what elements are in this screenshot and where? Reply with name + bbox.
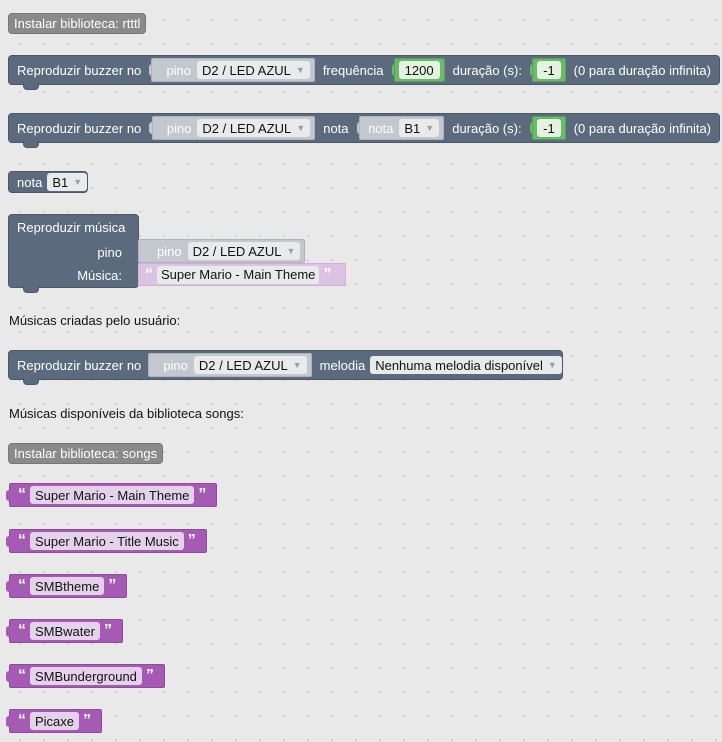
- song-block-smbunderground[interactable]: “ SMBunderground ”: [6, 664, 165, 688]
- duration-hint: (0 para duração infinita): [573, 62, 711, 78]
- note-socket[interactable]: nota B1▼: [359, 116, 445, 140]
- install-rtttl-label: Instalar biblioteca: rtttl: [14, 16, 141, 31]
- note-label: nota: [17, 174, 43, 190]
- music-input[interactable]: Super Mario - Main Theme: [157, 265, 320, 284]
- buzzer-frequency-block[interactable]: Reproduzir buzzer no pino D2 / LED AZUL▼…: [8, 55, 720, 90]
- close-quote-icon: ”: [83, 712, 92, 729]
- open-quote-icon: “: [18, 712, 26, 729]
- play-music-title: Reproduzir música: [17, 220, 126, 235]
- pin-dropdown[interactable]: D2 / LED AZUL▼: [197, 61, 310, 79]
- song-block-super-mario-title[interactable]: “ Super Mario - Title Music ”: [6, 529, 207, 553]
- chevron-down-icon: ▼: [73, 177, 83, 187]
- pin-inner-label: pino: [166, 62, 192, 78]
- duration-socket[interactable]: -1: [532, 58, 566, 82]
- song-block-smbtheme[interactable]: “ SMBtheme ”: [6, 574, 128, 598]
- duration-input[interactable]: -1: [537, 119, 561, 137]
- pin-socket[interactable]: pino D2 / LED AZUL▼: [148, 353, 312, 377]
- note-label: nota: [323, 120, 349, 136]
- pin-dropdown[interactable]: D2 / LED AZUL▼: [193, 356, 307, 374]
- note-dropdown[interactable]: B1▼: [399, 119, 440, 137]
- chevron-down-icon: ▼: [547, 360, 557, 370]
- close-quote-icon: ”: [145, 667, 154, 684]
- open-quote-icon: “: [18, 532, 26, 549]
- duration-hint: (0 para duração infinita): [573, 120, 712, 136]
- install-songs-block[interactable]: Instalar biblioteca: songs: [8, 443, 164, 464]
- block-label: Reproduzir buzzer no: [17, 357, 142, 373]
- open-quote-icon: “: [18, 667, 26, 684]
- buzzer-note-block[interactable]: Reproduzir buzzer no pino D2 / LED AZUL▼…: [8, 113, 720, 148]
- pin-dropdown[interactable]: D2 / LED AZUL▼: [187, 242, 301, 260]
- close-quote-icon: ”: [108, 577, 117, 594]
- chevron-down-icon: ▼: [296, 123, 306, 133]
- chevron-down-icon: ▼: [295, 65, 305, 75]
- close-quote-icon: ”: [187, 532, 196, 549]
- install-songs-label: Instalar biblioteca: songs: [14, 446, 158, 461]
- song-input[interactable]: Super Mario - Title Music: [30, 532, 184, 550]
- note-inner-label: nota: [368, 120, 394, 136]
- duration-label: duração (s):: [452, 62, 522, 78]
- melody-label: melodia: [319, 357, 366, 373]
- music-pin-socket[interactable]: pino D2 / LED AZUL▼: [138, 239, 306, 263]
- note-block[interactable]: nota B1▼: [8, 171, 88, 193]
- song-input[interactable]: SMBwater: [30, 622, 100, 640]
- song-block-picaxe[interactable]: “ Picaxe ”: [6, 709, 103, 733]
- duration-input[interactable]: -1: [537, 61, 561, 79]
- song-block-smbwater[interactable]: “ SMBwater ”: [6, 619, 123, 643]
- frequency-label: frequência: [322, 62, 384, 78]
- duration-socket[interactable]: -1: [532, 116, 566, 140]
- frequency-input[interactable]: 1200: [398, 61, 440, 79]
- close-quote-icon: ”: [103, 622, 112, 639]
- pin-inner-label: pino: [163, 357, 188, 373]
- music-string-socket[interactable]: “ Super Mario - Main Theme ”: [138, 263, 346, 286]
- open-quote-icon: “: [18, 622, 26, 639]
- pin-label: pino: [97, 245, 122, 260]
- play-music-block[interactable]: Reproduzir música pino Música:: [8, 214, 139, 293]
- pin-dropdown[interactable]: D2 / LED AZUL▼: [197, 119, 311, 137]
- pin-inner-label: pino: [166, 120, 192, 136]
- open-quote-icon: “: [145, 265, 153, 283]
- music-label: Música:: [77, 268, 122, 283]
- install-rtttl-block[interactable]: Instalar biblioteca: rtttl: [8, 13, 147, 34]
- duration-label: duração (s):: [452, 120, 522, 136]
- chevron-down-icon: ▼: [286, 246, 296, 256]
- song-input[interactable]: Super Mario - Main Theme: [30, 486, 195, 504]
- pin-inner-label: pino: [157, 243, 182, 259]
- library-songs-heading: Músicas disponíveis da biblioteca songs:: [9, 406, 244, 421]
- song-block-super-mario-main[interactable]: “ Super Mario - Main Theme ”: [6, 483, 218, 507]
- song-input[interactable]: SMBtheme: [30, 577, 105, 595]
- open-quote-icon: “: [18, 577, 26, 594]
- frequency-socket[interactable]: 1200: [393, 58, 445, 82]
- pin-socket[interactable]: pino D2 / LED AZUL▼: [151, 58, 315, 82]
- chevron-down-icon: ▼: [425, 123, 435, 133]
- song-input[interactable]: SMBunderground: [30, 667, 142, 685]
- melody-dropdown[interactable]: Nenhuma melodia disponível▼: [370, 356, 562, 374]
- user-songs-heading: Músicas criadas pelo usuário:: [9, 313, 181, 328]
- close-quote-icon: ”: [323, 265, 332, 283]
- block-label: Reproduzir buzzer no: [17, 62, 142, 78]
- chevron-down-icon: ▼: [292, 360, 302, 370]
- open-quote-icon: “: [18, 486, 26, 503]
- pin-socket[interactable]: pino D2 / LED AZUL▼: [151, 116, 316, 140]
- block-label: Reproduzir buzzer no: [17, 120, 142, 136]
- close-quote-icon: ”: [198, 486, 207, 503]
- buzzer-melody-block[interactable]: Reproduzir buzzer no pino D2 / LED AZUL▼…: [8, 350, 563, 385]
- song-input[interactable]: Picaxe: [30, 712, 80, 730]
- note-dropdown[interactable]: B1▼: [47, 173, 88, 191]
